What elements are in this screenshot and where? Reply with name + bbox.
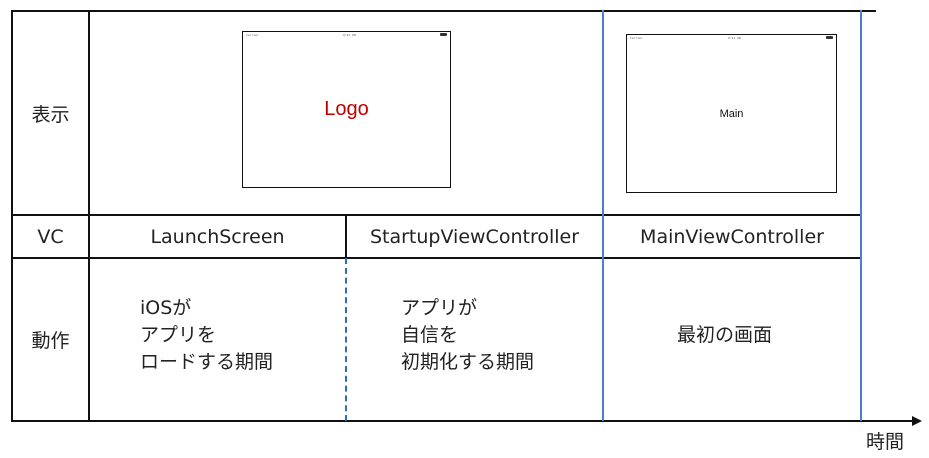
time-axis-label: 時間 [866,431,905,453]
vc-launch-screen: LaunchScreen [150,225,285,248]
status-carrier: Carrier [630,36,643,40]
main-end-divider [860,10,862,421]
time-axis-arrowhead [912,416,922,426]
main-action-text: 最初の画面 [677,324,773,346]
vc-main-view-controller: MainViewController [640,225,824,248]
launch-startup-dashed-divider [345,258,347,421]
display-row-label: 表示 [31,103,70,126]
status-time: 9:41 AM [728,36,741,40]
main-screen-mockup: Carrier 9:41 AM Main [626,34,837,193]
table-top-border [11,10,876,12]
battery-icon [440,33,447,36]
launch-action-text: iOSが アプリを ロードする期間 [140,297,274,373]
status-carrier: Carrier [246,33,259,37]
logo-screen-mockup: Carrier 9:41 AM Logo [242,31,451,188]
status-time: 9:41 AM [343,33,356,37]
display-row-bottom-border [11,214,862,216]
launch-startup-vc-divider [345,214,347,258]
logo-text: Logo [324,98,369,120]
vc-row-bottom-border [11,257,862,259]
vc-startup-view-controller: StartupViewController [369,225,580,248]
action-row-label: 動作 [31,330,70,352]
startup-main-divider [602,10,604,421]
status-bar: Carrier 9:41 AM [630,36,833,41]
time-axis-line [11,420,915,422]
vc-row-label: VC [37,225,64,248]
battery-icon [826,36,833,39]
label-column-divider [88,10,90,421]
table-left-border [11,10,13,421]
status-bar: Carrier 9:41 AM [246,33,447,38]
main-text: Main [719,107,744,120]
startup-action-text: アプリが 自信を 初期化する期間 [401,297,535,373]
